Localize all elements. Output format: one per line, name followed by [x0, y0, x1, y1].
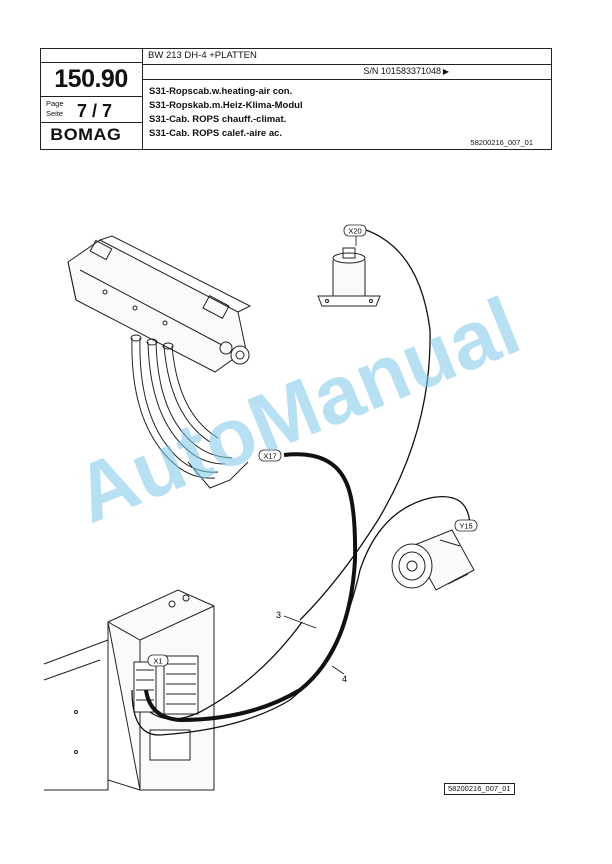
cables — [131, 229, 471, 736]
connector-label-y15: Y15 — [459, 522, 472, 531]
connector-tag-x17: X17 — [258, 449, 282, 462]
drawing-reference: 58200216_007_01 — [444, 783, 515, 795]
connector-label-x20: X20 — [348, 227, 361, 236]
model-name: BW 213 DH-4 +PLATTEN — [148, 50, 257, 61]
serial-number: S/N 101583371048 — [363, 66, 441, 76]
serial-arrow-icon: ▶ — [442, 67, 449, 76]
connector-label-x17: X17 — [263, 452, 276, 461]
connector-tag-x1: X1 — [147, 654, 169, 667]
callout-3: 3 — [276, 610, 281, 620]
title-fr: S31-Cab. ROPS chauff.-climat. — [149, 114, 287, 125]
electrical-box — [43, 589, 215, 791]
connector-tag-y15: Y15 — [454, 519, 478, 532]
bomag-logo: BOMAG — [50, 125, 122, 144]
connector-tag-x20: X20 — [343, 224, 367, 237]
divider — [41, 122, 142, 123]
title-block-left-column: 150.90 Page Seite 7 / 7 BOMAG — [41, 49, 143, 149]
title-es: S31-Cab. ROPS calef.-aire ac. — [149, 128, 283, 139]
title-lines: S31-Ropscab.w.heating-air con. S31-Ropsk… — [149, 85, 303, 141]
group-number: 150.90 — [54, 65, 128, 93]
heating-ac-module — [67, 235, 252, 373]
connector-label-x1: X1 — [153, 657, 162, 666]
model-row: BW 213 DH-4 +PLATTEN — [142, 49, 551, 65]
title-en: S31-Ropscab.w.heating-air con. — [149, 86, 293, 97]
title-de: S31-Ropskab.m.Heiz-Klima-Modul — [149, 100, 303, 111]
page-number: 7 / 7 — [77, 101, 113, 121]
doc-reference: 58200216_007_01 — [470, 138, 533, 147]
module-hoses — [130, 334, 249, 489]
page-label-de: Seite — [46, 109, 64, 118]
page-label: Page Seite — [46, 99, 64, 119]
divider — [41, 96, 142, 97]
callout-4: 4 — [342, 674, 347, 684]
title-block: 150.90 Page Seite 7 / 7 BOMAG BW 213 DH-… — [40, 48, 552, 150]
ac-compressor — [391, 529, 475, 591]
divider — [41, 62, 142, 63]
page-label-en: Page — [46, 99, 64, 108]
serial-row: S/N 101583371048 ▶ — [142, 64, 551, 80]
pressure-switch — [317, 247, 381, 307]
